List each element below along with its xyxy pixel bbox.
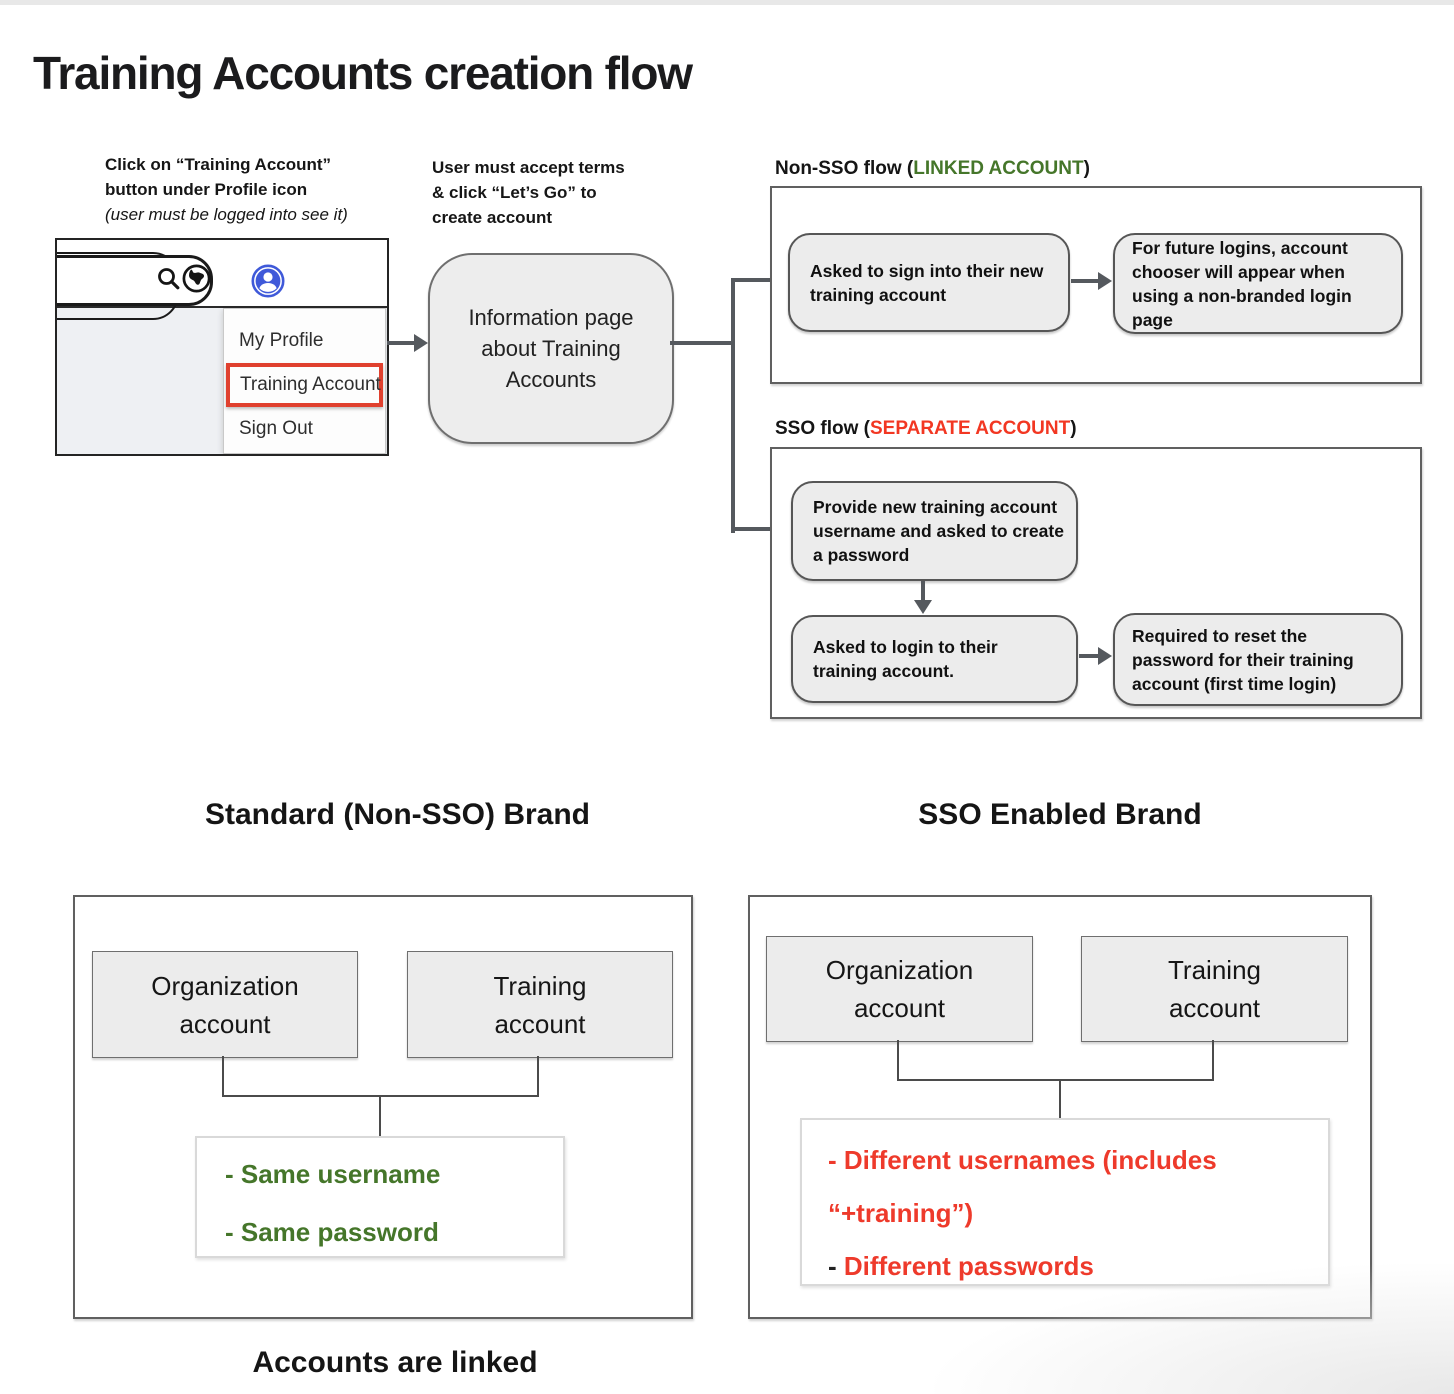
connector-line bbox=[1071, 279, 1099, 283]
caption-left-line3: (user must be logged into see it) bbox=[105, 205, 348, 224]
globe-icon[interactable] bbox=[181, 263, 212, 294]
sso-org-line1: Organization bbox=[825, 955, 974, 985]
non-sso-flow-label: Non-SSO flow (LINKED ACCOUNT) bbox=[775, 158, 1090, 180]
sso-step1-text: Provide new training account username an… bbox=[813, 497, 1064, 565]
sso-label-suffix: ) bbox=[1070, 418, 1077, 439]
arrowhead-right-icon bbox=[1098, 272, 1112, 290]
profile-dropdown-menu: My Profile Training Account Sign Out bbox=[223, 308, 386, 454]
bracket-line bbox=[897, 1040, 899, 1081]
caption-middle: User must accept terms & click “Let’s Go… bbox=[432, 155, 672, 230]
standard-org-line2: account bbox=[179, 1008, 271, 1039]
standard-brand-note: - Same username - Same password bbox=[195, 1136, 565, 1258]
corner-shadow bbox=[934, 1264, 1454, 1394]
top-edge-strip bbox=[0, 0, 1454, 5]
bracket-line bbox=[379, 1097, 381, 1137]
non-sso-step2-box: For future logins, account chooser will … bbox=[1113, 233, 1403, 334]
sso-step3-text: Required to reset the password for their… bbox=[1132, 625, 1354, 694]
connector-line bbox=[731, 527, 777, 531]
bracket-line bbox=[222, 1095, 539, 1097]
arrowhead-down-icon bbox=[914, 600, 932, 614]
accounts-linked-label: Accounts are linked bbox=[252, 1346, 538, 1379]
connector-line bbox=[1079, 654, 1101, 658]
profile-icon[interactable] bbox=[251, 264, 285, 298]
sso-label-highlight: SEPARATE ACCOUNT bbox=[870, 418, 1071, 439]
note-same-password: - Same password bbox=[225, 1217, 439, 1247]
non-sso-label-suffix: ) bbox=[1083, 158, 1090, 179]
sso-brand-heading: SSO Enabled Brand bbox=[918, 798, 1202, 831]
note-same-username: - Same username bbox=[225, 1159, 441, 1189]
connector-line bbox=[670, 341, 735, 345]
note-different-usernames-line1: - Different usernames (includes bbox=[828, 1145, 1217, 1175]
non-sso-step2-text: For future logins, account chooser will … bbox=[1132, 237, 1352, 330]
sso-step3-box: Required to reset the password for their… bbox=[1113, 613, 1403, 706]
sso-org-line2: account bbox=[853, 993, 946, 1023]
page-title: Training Accounts creation flow bbox=[33, 47, 693, 99]
sso-label-prefix: SSO flow ( bbox=[775, 418, 870, 439]
connector-line bbox=[731, 278, 773, 282]
caption-middle-line2: & click “Let’s Go” to bbox=[432, 183, 597, 202]
sso-step1-box: Provide new training account username an… bbox=[791, 481, 1078, 581]
non-sso-label-prefix: Non-SSO flow ( bbox=[775, 158, 914, 179]
menu-item-my-profile[interactable]: My Profile bbox=[239, 330, 324, 351]
standard-training-line2: account bbox=[494, 1008, 586, 1039]
info-page-box-text: Information page about Training Accounts bbox=[468, 305, 634, 392]
non-sso-step1-box: Asked to sign into their new training ac… bbox=[788, 233, 1070, 332]
sso-training-account-box: Training account bbox=[1081, 936, 1348, 1042]
info-page-box: Information page about Training Accounts bbox=[428, 253, 674, 444]
sso-organization-account-box: Organization account bbox=[766, 936, 1033, 1042]
arrowhead-right-icon bbox=[414, 334, 428, 352]
sso-step2-text: Asked to login to their training account… bbox=[813, 637, 998, 681]
caption-middle-line3: create account bbox=[432, 208, 552, 227]
caption-left-line1: Click on “Training Account” bbox=[105, 155, 332, 174]
standard-training-line1: Training bbox=[493, 970, 587, 1001]
caption-middle-line1: User must accept terms bbox=[432, 158, 625, 177]
bracket-line bbox=[1212, 1040, 1214, 1081]
note-dark-dash: - bbox=[828, 1251, 837, 1281]
sso-training-line1: Training bbox=[1168, 955, 1261, 985]
caption-left-line2: button under Profile icon bbox=[105, 180, 308, 199]
search-icon[interactable] bbox=[156, 266, 182, 292]
bracket-line bbox=[222, 1056, 224, 1097]
menu-item-sign-out[interactable]: Sign Out bbox=[239, 418, 313, 439]
sso-training-line2: account bbox=[1168, 993, 1261, 1023]
connector-line bbox=[731, 278, 735, 533]
sso-step2-box: Asked to login to their training account… bbox=[791, 615, 1078, 703]
connector-line bbox=[387, 341, 415, 345]
sso-flow-label: SSO flow (SEPARATE ACCOUNT) bbox=[775, 418, 1077, 440]
sso-brand-note: - Different usernames (includes “+traini… bbox=[800, 1118, 1330, 1286]
caption-left: Click on “Training Account” button under… bbox=[105, 152, 415, 227]
arrowhead-right-icon bbox=[1098, 647, 1112, 665]
non-sso-label-highlight: LINKED ACCOUNT bbox=[913, 158, 1084, 179]
standard-brand-heading: Standard (Non-SSO) Brand bbox=[204, 798, 590, 831]
connector-line bbox=[921, 581, 925, 601]
standard-training-account-box: Training account bbox=[407, 951, 673, 1058]
bracket-line bbox=[897, 1079, 1214, 1081]
menu-item-training-account-highlighted[interactable]: Training Account bbox=[226, 363, 383, 407]
note-different-usernames-line2: “+training”) bbox=[828, 1198, 974, 1228]
bracket-line bbox=[1059, 1081, 1061, 1119]
standard-organization-account-box: Organization account bbox=[92, 951, 358, 1058]
bracket-line bbox=[537, 1056, 539, 1097]
standard-org-line1: Organization bbox=[151, 970, 299, 1001]
non-sso-step1-text: Asked to sign into their new training ac… bbox=[810, 260, 1044, 305]
app-screenshot-mockup: My Profile Training Account Sign Out bbox=[55, 238, 389, 456]
